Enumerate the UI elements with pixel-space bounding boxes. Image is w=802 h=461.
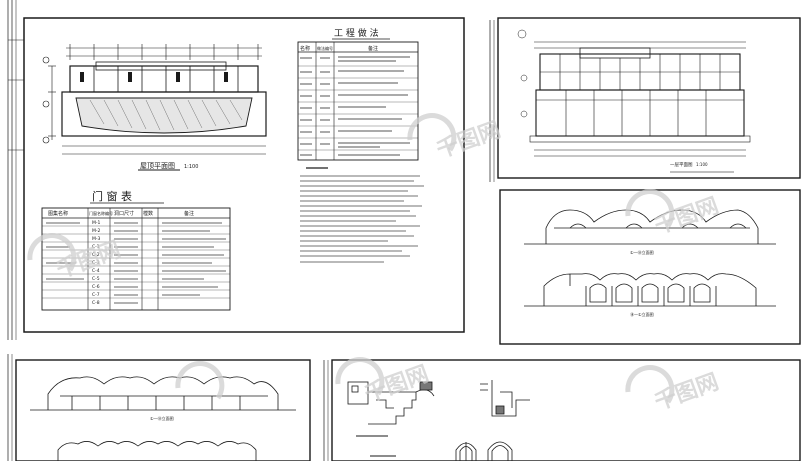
- arch-window-detail-1: [455, 442, 477, 461]
- floor-plan-scale: 1:100: [696, 162, 708, 167]
- dw-code-c7: C-7: [92, 292, 100, 298]
- dw-header-size: 洞口尺寸: [114, 210, 134, 217]
- door-window-table-title: 门 窗 表: [92, 189, 132, 203]
- floor-plan-drawing: [517, 29, 751, 157]
- arch-window-detail-2: [487, 441, 513, 461]
- lower-elevation-drawing-2: [57, 441, 257, 461]
- small-title-bars: [356, 435, 396, 457]
- materials-table-title: 工 程 做 法: [334, 27, 379, 39]
- dw-code-c8: C-8: [92, 300, 100, 306]
- lower-elevation-caption-1: ①—⑱立面图: [150, 415, 174, 421]
- materials-header-name: 名称: [300, 45, 310, 52]
- lower-elevation-drawing-1: [30, 376, 296, 411]
- materials-header-code: 做法编号: [317, 45, 333, 51]
- dw-code-m3: M-3: [92, 236, 101, 242]
- dw-code-c2: C-2: [92, 252, 100, 258]
- drawing-sheet-elevations: ①—⑱立面图 ⑱—①立面图: [499, 189, 801, 345]
- dw-code-m2: M-2: [92, 228, 101, 234]
- elevation-caption-1: ①—⑱立面图: [630, 249, 654, 255]
- dw-code-c5: C-5: [92, 276, 100, 282]
- roof-plan-caption: 屋顶平面图: [140, 162, 175, 170]
- dw-header-code: 门窗名称编号: [89, 210, 113, 216]
- drawing-sheet-elevations-lower: ①—⑱立面图: [7, 354, 311, 461]
- dw-code-c6: C-6: [92, 284, 100, 290]
- general-notes: [300, 167, 424, 263]
- materials-header-notes: 备注: [368, 45, 378, 52]
- dw-code-c3: C-3: [92, 260, 100, 266]
- floor-plan-caption: 一层平面图: [670, 162, 693, 168]
- dw-header-atlas: 图集名称: [48, 210, 68, 217]
- drawing-sheet-details: [323, 359, 801, 461]
- dw-header-count: 樘数: [143, 210, 153, 217]
- dw-header-notes: 备注: [184, 210, 194, 217]
- dw-code-c4: C-4: [92, 268, 100, 274]
- drawing-sheet-floor-plan: 一层平面图 1:100: [489, 17, 801, 182]
- drawing-sheet-roof-plan: 屋顶平面图 1:100 门 窗 表 图集名称 门窗名称编号 洞口尺寸 樘数 备注…: [7, 0, 465, 340]
- stair-section-detail: [347, 381, 435, 425]
- elevation-drawing-2: [524, 273, 776, 307]
- dw-code-m1: M-1: [92, 220, 101, 226]
- elevation-caption-2: ⑱—①立面图: [630, 311, 654, 317]
- roof-plan-scale: 1:100: [184, 164, 198, 170]
- parapet-detail: [480, 380, 530, 417]
- elevation-drawing-1: [524, 209, 776, 245]
- dw-code-c1: C-1: [92, 244, 100, 250]
- door-window-table: 门 窗 表 图集名称 门窗名称编号 洞口尺寸 樘数 备注 M-1 M-2 M-3…: [41, 189, 231, 311]
- roof-plan-drawing: [42, 44, 267, 155]
- materials-table: 工 程 做 法 名称 做法编号 备注: [297, 27, 419, 161]
